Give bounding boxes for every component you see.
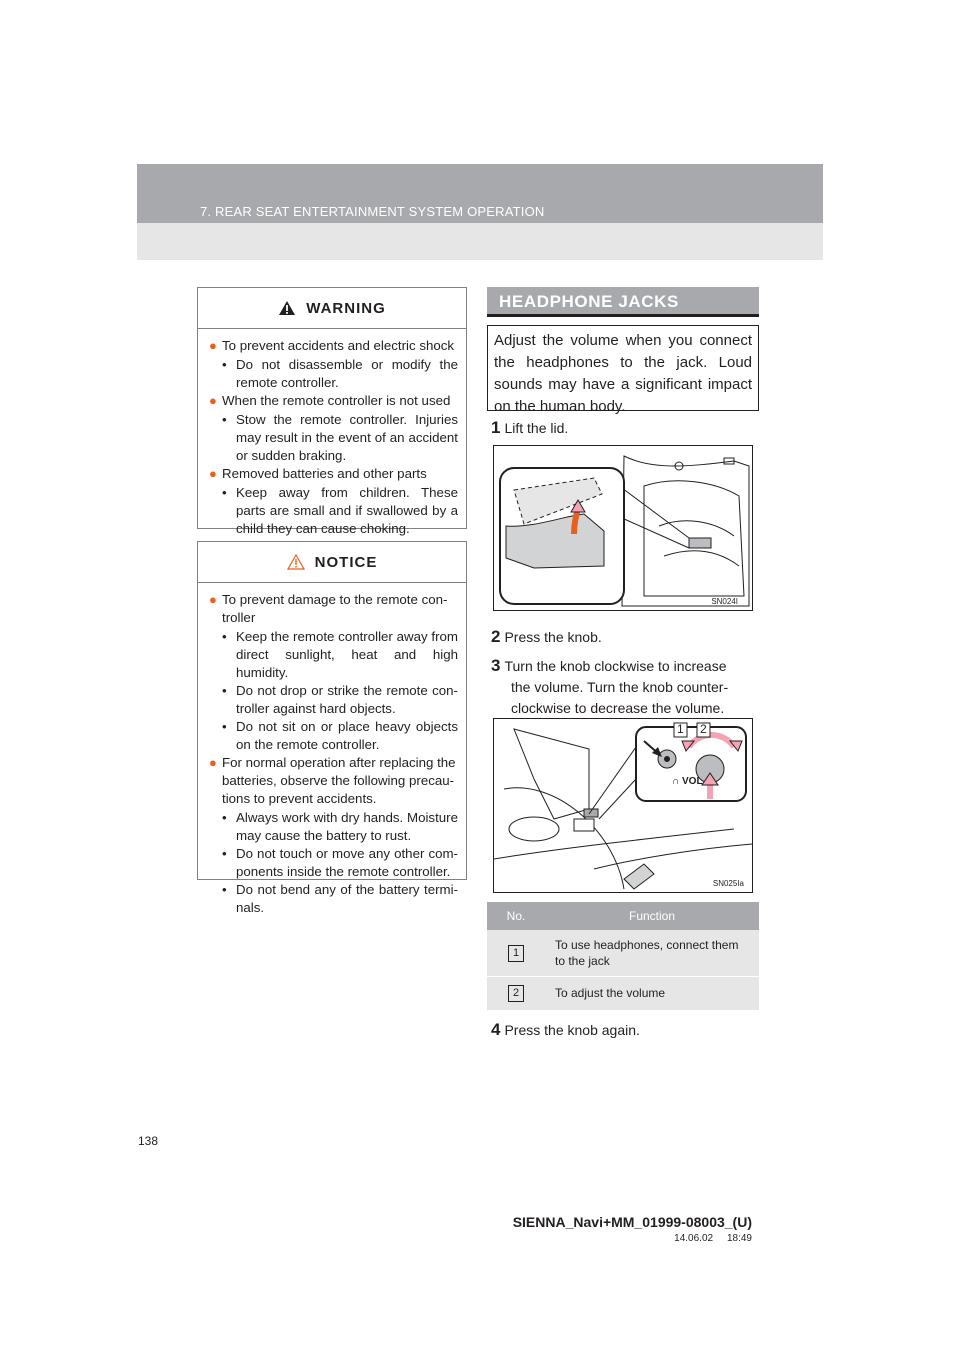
- notice-box: NOTICE ● To prevent damage to the remote …: [197, 541, 467, 915]
- figure-volume-knob: 1 2 ∩ VOL SN025Ia: [493, 718, 753, 893]
- notice-subitem-text: Keep the remote controller away from dir…: [236, 629, 458, 680]
- section-intro: Adjust the volume when you connect the h…: [487, 325, 759, 415]
- warning-item-text: When the remote controller is not used: [222, 393, 451, 408]
- warning-items: ● To prevent accidents and electric shock…: [198, 329, 466, 538]
- step-number: 1: [491, 418, 501, 437]
- header-bar: 7. REAR SEAT ENTERTAINMENT SYSTEM OPERAT…: [137, 164, 823, 223]
- figure-lift-lid: SN024I: [493, 445, 753, 611]
- notice-subitem: •Do not drop or strike the remote con-tr…: [222, 683, 458, 716]
- step-number: 4: [491, 1020, 501, 1039]
- step-text: Press the knob.: [504, 629, 602, 645]
- vol-label: ∩ VOL: [672, 776, 703, 787]
- step-number: 3: [491, 656, 501, 675]
- warning-item: ● To prevent accidents and electric shock: [209, 337, 458, 355]
- notice-subitem: •Do not sit on or place heavy objects on…: [222, 719, 458, 752]
- bullet-icon: ●: [209, 466, 217, 481]
- knob-illustration: [493, 722, 753, 890]
- table-header-function: Function: [545, 902, 759, 930]
- notice-subitem: •Do not touch or move any other com-pone…: [222, 846, 458, 879]
- step-number: 2: [491, 627, 501, 646]
- notice-item-text: For normal operation after replacing the…: [222, 755, 456, 806]
- notice-subitem-text: Do not sit on or place heavy objects on …: [236, 719, 458, 752]
- warning-box: WARNING ● To prevent accidents and electr…: [197, 287, 467, 536]
- timestamp: 14.06.02 18:49: [674, 1233, 752, 1244]
- table-row: 2 To adjust the volume: [487, 976, 759, 1011]
- step-text: Turn the knob clockwise to increase: [504, 658, 727, 674]
- step-text: Lift the lid.: [504, 420, 569, 436]
- warning-subitem: •Stow the remote controller. Injuries ma…: [222, 412, 458, 463]
- warning-triangle-icon: [279, 301, 296, 315]
- notice-item: ● To prevent damage to the remote con-tro…: [209, 591, 458, 627]
- document-code: SIENNA_Navi+MM_01999-08003_(U): [512, 1214, 752, 1230]
- table-cell-function: To adjust the volume: [545, 976, 759, 1011]
- callout-1-label: 1: [677, 722, 684, 736]
- notice-subitem-text: Do not drop or strike the remote con-tro…: [236, 683, 458, 716]
- step-text-continued: the volume. Turn the knob counter-clockw…: [511, 679, 729, 716]
- notice-subitem: •Keep the remote controller away from di…: [222, 629, 458, 680]
- warning-item: ● When the remote controller is not used: [209, 392, 458, 410]
- notice-subitem: •Do not bend any of the battery termi-na…: [222, 882, 458, 915]
- notice-item-text: To prevent damage to the remote con-trol…: [222, 592, 448, 625]
- table-cell-no: 2: [487, 976, 545, 1011]
- step-text: Press the knob again.: [504, 1022, 640, 1038]
- table-cell-no: 1: [487, 930, 545, 977]
- notice-item: ● For normal operation after replacing th…: [209, 754, 458, 808]
- figure-code: SN024I: [711, 597, 738, 606]
- notice-subitem-text: Do not bend any of the battery termi-nal…: [236, 882, 458, 915]
- figure-code: SN025Ia: [712, 879, 744, 888]
- warning-head: WARNING: [198, 288, 466, 329]
- callout-2-label: 2: [700, 722, 707, 736]
- page-number: 138: [138, 1134, 159, 1148]
- warning-subitem: •Do not disassemble or modify the remote…: [222, 357, 458, 390]
- number-box: 1: [508, 944, 524, 962]
- table-header-no: No.: [487, 902, 545, 930]
- warning-subitem-text: Stow the remote controller. Injuries may…: [236, 412, 458, 463]
- notice-subitem-text: Always work with dry hands. Moisture may…: [236, 810, 458, 843]
- table-cell-function: To use headphones, connect them to the j…: [545, 930, 759, 977]
- bullet-icon: ●: [209, 393, 217, 408]
- bullet-icon: ●: [209, 755, 217, 770]
- warning-subitem-text: Keep away from children. These parts are…: [236, 485, 458, 536]
- notice-items: ● To prevent damage to the remote con-tro…: [198, 583, 466, 917]
- function-table: No. Function 1 To use headphones, connec…: [487, 902, 759, 1011]
- warning-subitem: •Keep away from children. These parts ar…: [222, 485, 458, 536]
- notice-triangle-icon: [286, 554, 305, 570]
- bullet-icon: ●: [209, 592, 217, 607]
- notice-subitem: •Always work with dry hands. Moisture ma…: [222, 810, 458, 843]
- notice-head: NOTICE: [198, 542, 466, 583]
- warning-item-text: Removed batteries and other parts: [222, 466, 427, 481]
- warning-title: WARNING: [306, 299, 386, 317]
- notice-title: NOTICE: [314, 553, 378, 571]
- lid-illustration: [499, 455, 750, 607]
- section-header: 7. REAR SEAT ENTERTAINMENT SYSTEM OPERAT…: [200, 204, 545, 219]
- bullet-icon: ●: [209, 338, 217, 353]
- notice-subitem-text: Do not touch or move any other com-ponen…: [236, 846, 458, 879]
- section-title: HEADPHONE JACKS: [487, 287, 759, 317]
- number-box: 2: [508, 985, 524, 1002]
- warning-item-text: To prevent accidents and electric shock: [222, 338, 455, 353]
- warning-item: ● Removed batteries and other parts: [209, 465, 458, 483]
- header-band: 7. REAR SEAT ENTERTAINMENT SYSTEM OPERAT…: [137, 164, 823, 260]
- table-row: 1 To use headphones, connect them to the…: [487, 930, 759, 977]
- warning-subitem-text: Do not disassemble or modify the remote …: [236, 357, 458, 390]
